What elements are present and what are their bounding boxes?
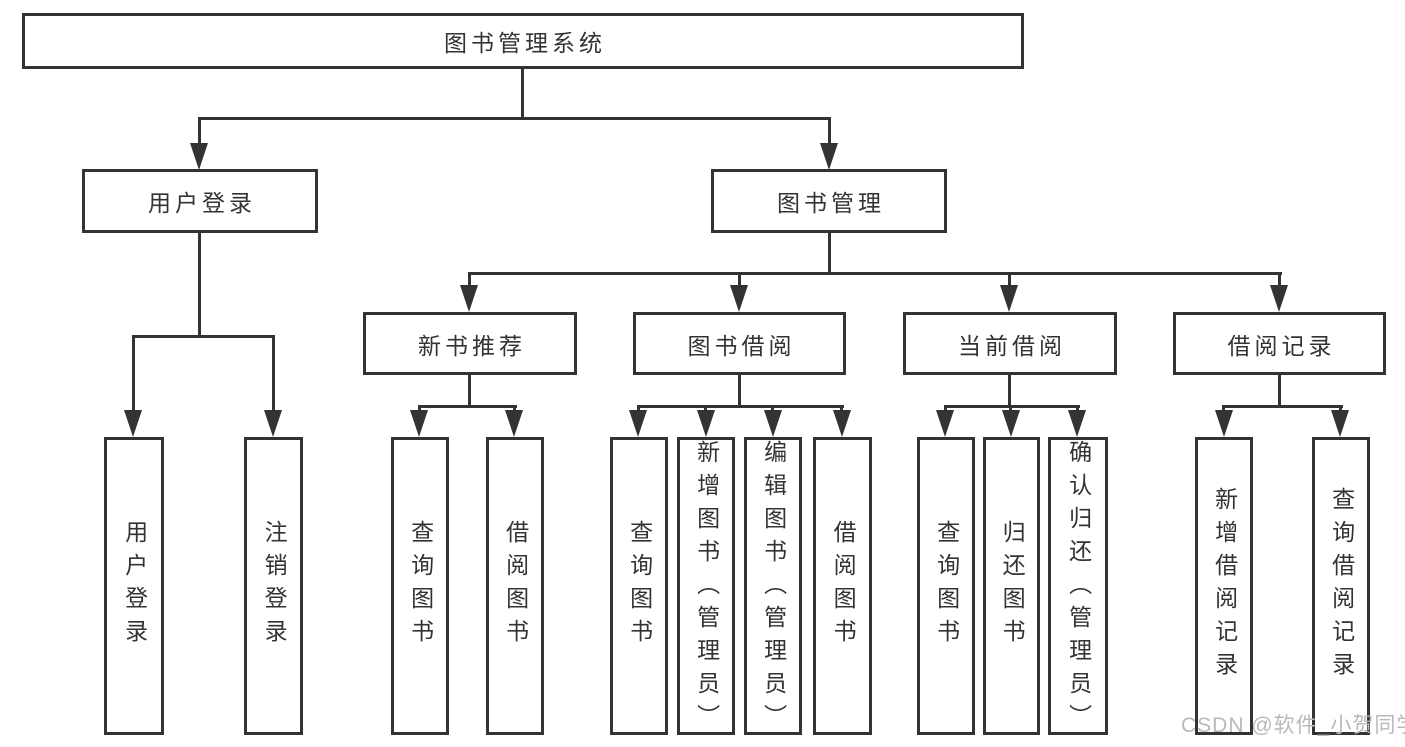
leaf-recommend-query-book: 查询图书 (391, 437, 449, 735)
arrow-down-icon (820, 143, 838, 170)
connector-line (828, 117, 831, 145)
leaf-current-query-book: 查询图书 (917, 437, 975, 735)
arrow-down-icon (936, 410, 954, 437)
node-label: 注销登录 (261, 520, 288, 652)
connector-line (132, 335, 135, 413)
connector-line (944, 405, 947, 413)
arrow-down-icon (190, 143, 208, 170)
connector-line (1009, 405, 1012, 413)
node-label: 图书借阅 (687, 332, 796, 359)
leaf-current-confirm-return: 确认归还（管理员） (1048, 437, 1108, 737)
node-label: 查询图书 (626, 520, 653, 652)
arrow-down-icon (730, 285, 748, 312)
node-user-login: 用户登录 (82, 169, 318, 233)
connector-line (272, 335, 275, 413)
node-label: 用户登录 (148, 190, 256, 216)
arrow-down-icon (697, 410, 715, 437)
node-label: 新增图书（管理员） (693, 440, 720, 737)
node-borrow-records: 借阅记录 (1173, 312, 1386, 375)
node-label: 查询图书 (407, 520, 434, 652)
arrow-down-icon (1331, 410, 1349, 437)
leaf-borrow-add-book: 新增图书（管理员） (677, 437, 735, 737)
connector-line (828, 233, 831, 275)
node-label: 借阅图书 (830, 520, 857, 652)
node-label: 用户登录 (121, 520, 148, 652)
connector-line (637, 405, 844, 408)
connector-line (468, 374, 471, 408)
arrow-down-icon (505, 410, 523, 437)
leaf-borrow-query-book: 查询图书 (610, 437, 668, 735)
connector-line (1008, 374, 1011, 408)
arrow-down-icon (410, 410, 428, 437)
connector-line (1278, 374, 1281, 408)
leaf-logout: 注销登录 (244, 437, 303, 735)
arrow-down-icon (1068, 410, 1086, 437)
node-label: 确认归还（管理员） (1065, 440, 1092, 737)
watermark: CSDN @软件_小贺同学 (1181, 714, 1405, 737)
connector-line (1008, 272, 1011, 290)
connector-line (198, 117, 201, 145)
node-book-borrow: 图书借阅 (633, 312, 846, 375)
arrow-down-icon (460, 285, 478, 312)
connector-line (513, 405, 516, 413)
node-label: 归还图书 (999, 520, 1026, 652)
connector-line (1339, 405, 1342, 413)
node-label: 图书管理 (777, 190, 885, 216)
connector-line (1222, 405, 1343, 408)
leaf-borrow-borrow-book: 借阅图书 (813, 437, 872, 735)
connector-line (944, 405, 1080, 408)
node-label: 当前借阅 (958, 332, 1066, 359)
connector-line (738, 272, 741, 290)
leaf-current-return-book: 归还图书 (983, 437, 1040, 735)
connector-line (704, 405, 707, 413)
arrow-down-icon (264, 410, 282, 437)
connector-line (418, 405, 517, 408)
node-label: 查询图书 (933, 520, 960, 652)
connector-line (637, 405, 640, 413)
node-label: 图书管理系统 (444, 30, 606, 56)
connector-line (771, 405, 774, 413)
connector-line (521, 69, 524, 120)
arrow-down-icon (764, 410, 782, 437)
leaf-recommend-borrow-book: 借阅图书 (486, 437, 544, 735)
connector-line (840, 405, 843, 413)
node-label: 新书推荐 (418, 332, 526, 359)
connector-line (198, 233, 201, 337)
connector-line (1222, 405, 1225, 413)
node-label: 借阅记录 (1227, 332, 1336, 359)
connector-line (468, 272, 471, 290)
connector-line (738, 374, 741, 408)
arrow-down-icon (1002, 410, 1020, 437)
arrow-down-icon (833, 410, 851, 437)
node-current-borrow: 当前借阅 (903, 312, 1117, 375)
leaf-records-add-record: 新增借阅记录 (1195, 437, 1253, 735)
connector-line (418, 405, 421, 413)
arrow-down-icon (629, 410, 647, 437)
connector-line (1076, 405, 1079, 413)
node-label: 新增借阅记录 (1211, 487, 1238, 685)
arrow-down-icon (124, 410, 142, 437)
arrow-down-icon (1270, 285, 1288, 312)
node-label: 借阅图书 (502, 520, 529, 652)
connector-line (198, 117, 831, 120)
node-new-book-recommend: 新书推荐 (363, 312, 577, 375)
leaf-user-login: 用户登录 (104, 437, 164, 735)
leaf-borrow-edit-book: 编辑图书（管理员） (744, 437, 802, 737)
leaf-records-query-record: 查询借阅记录 (1312, 437, 1370, 735)
arrow-down-icon (1215, 410, 1233, 437)
node-book-management: 图书管理 (711, 169, 947, 233)
node-root: 图书管理系统 (22, 13, 1024, 69)
connector-line (132, 335, 275, 338)
arrow-down-icon (1000, 285, 1018, 312)
connector-line (468, 272, 1282, 275)
connector-line (1278, 272, 1281, 290)
node-label: 编辑图书（管理员） (760, 440, 787, 737)
node-label: 查询借阅记录 (1328, 487, 1355, 685)
